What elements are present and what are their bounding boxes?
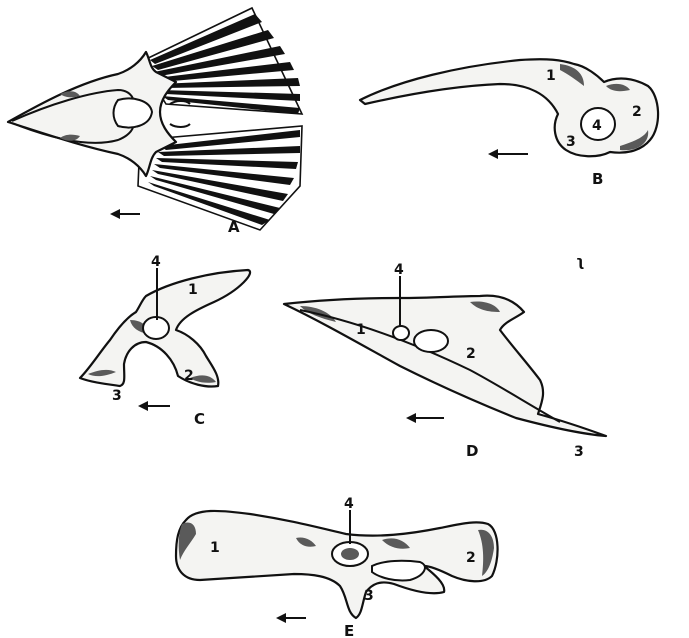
panel-d-label-1: 1 xyxy=(356,322,366,338)
panel-b-label-4: 4 xyxy=(592,118,602,134)
panel-d-letter: D xyxy=(466,442,478,460)
panel-e-label-3: 3 xyxy=(364,588,374,604)
panel-d: 4 1 2 3 D xyxy=(284,262,606,460)
panel-b-letter: B xyxy=(592,170,603,188)
panel-b-label-2: 2 xyxy=(632,104,642,120)
panel-a: A xyxy=(8,8,302,236)
panel-d-label-2: 2 xyxy=(466,346,476,362)
panel-e: 4 1 2 3 E xyxy=(176,496,498,638)
panel-c-label-3: 3 xyxy=(112,388,122,404)
panel-c-socket xyxy=(143,317,169,339)
stray-mark: ʅ xyxy=(576,254,584,270)
panel-e-label-2: 2 xyxy=(466,550,476,566)
panel-d-direction-arrow xyxy=(406,413,444,423)
panel-c-label-4: 4 xyxy=(151,254,161,270)
panel-e-letter: E xyxy=(344,622,354,638)
panel-e-label-1: 1 xyxy=(210,540,220,556)
panel-a-direction-arrow xyxy=(110,209,140,219)
panel-a-letter: A xyxy=(228,218,240,236)
panel-b-pelvic-bone xyxy=(360,59,658,156)
panel-a-central-opening xyxy=(114,99,153,128)
panel-d-foramen-large xyxy=(414,330,448,352)
panel-e-direction-arrow xyxy=(276,613,306,623)
panel-b-direction-arrow xyxy=(488,149,528,159)
panel-c: 4 1 2 3 C xyxy=(80,254,250,428)
panel-b-label-1: 1 xyxy=(546,68,556,84)
panel-e-pelvic-bone xyxy=(176,511,498,618)
panel-c-letter: C xyxy=(194,410,205,428)
panel-c-direction-arrow xyxy=(138,401,170,411)
panel-e-socket xyxy=(341,548,359,560)
panel-c-label-1: 1 xyxy=(188,282,198,298)
panel-d-label-4: 4 xyxy=(394,262,404,278)
panel-c-label-2: 2 xyxy=(184,368,194,384)
panel-b-label-3: 3 xyxy=(566,134,576,150)
panel-d-foramen-small xyxy=(393,326,409,340)
panel-d-label-3: 3 xyxy=(574,444,584,460)
panel-b: 1 2 3 4 B xyxy=(360,59,658,188)
panel-e-label-4: 4 xyxy=(344,496,354,512)
